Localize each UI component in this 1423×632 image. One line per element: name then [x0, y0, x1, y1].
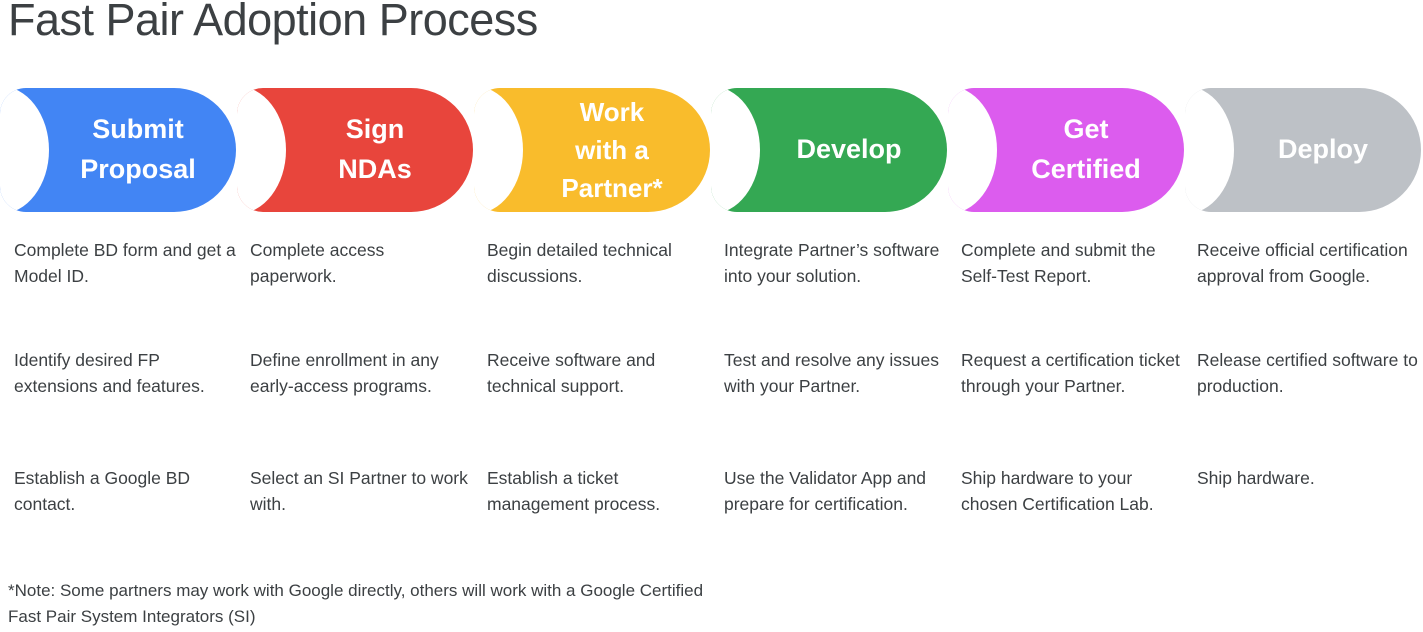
detail-item: Complete BD form and get a Model ID. [14, 240, 236, 286]
detail-item: Complete access paperwork. [250, 240, 385, 286]
detail-item: Complete and submit the Self-Test Report… [961, 240, 1156, 286]
detail-item: Begin detailed technical discussions. [487, 240, 672, 286]
detail-item: Request a certification ticket through y… [961, 350, 1180, 396]
detail-item: Identify desired FP extensions and featu… [14, 350, 205, 396]
stage-banner-get-certified[interactable]: Get Certified [948, 88, 1184, 212]
detail-item: Test and resolve any issues with your Pa… [724, 350, 939, 396]
stage-banner-deploy[interactable]: Deploy [1185, 88, 1421, 212]
stage-banner-label: Get Certified [1031, 114, 1141, 184]
detail-item: Define enrollment in any early-access pr… [250, 350, 439, 396]
stage-banner-label: Work with a Partner* [561, 96, 663, 204]
banner-notch [474, 88, 523, 212]
detail-item: Ship hardware to your chosen Certificati… [961, 468, 1154, 514]
banner-notch [948, 88, 997, 212]
banner-notch [237, 88, 286, 212]
banner-notch [0, 88, 49, 212]
stage-banner-develop[interactable]: Develop [711, 88, 947, 212]
page-title: Fast Pair Adoption Process [8, 0, 538, 45]
banner-notch [1185, 88, 1234, 212]
stage-banner-label: Develop [796, 134, 902, 165]
banner-notch [711, 88, 760, 212]
detail-item: Ship hardware. [1197, 468, 1315, 488]
detail-item: Receive official certification approval … [1197, 240, 1408, 286]
stage-banner-sign-ndas[interactable]: Sign NDAs [237, 88, 473, 212]
detail-item: Establish a Google BD contact. [14, 468, 191, 514]
detail-item: Use the Validator App and prepare for ce… [724, 468, 927, 514]
process-banner-strip: Submit Proposal Sign NDAs Work with a Pa… [0, 88, 1423, 212]
stage-banner-submit-proposal[interactable]: Submit Proposal [0, 88, 236, 212]
stage-banner-work-with-a-partner[interactable]: Work with a Partner* [474, 88, 710, 212]
stage-banner-label: Sign NDAs [338, 114, 412, 184]
detail-item: Select an SI Partner to work with. [250, 468, 468, 514]
stage-banner-label: Deploy [1277, 134, 1369, 165]
detail-item: Release certified software to production… [1197, 350, 1418, 396]
detail-item: Receive software and technical support. [487, 350, 656, 396]
detail-item: Establish a ticket management process. [487, 468, 661, 514]
stage-details-grid: Complete BD form and get a Model ID. Ide… [0, 238, 1423, 548]
detail-item: Integrate Partner’s software into your s… [724, 240, 940, 286]
stage-banner-label: Submit Proposal [80, 114, 196, 184]
footnote-note: *Note: Some partners may work with Googl… [8, 581, 704, 626]
